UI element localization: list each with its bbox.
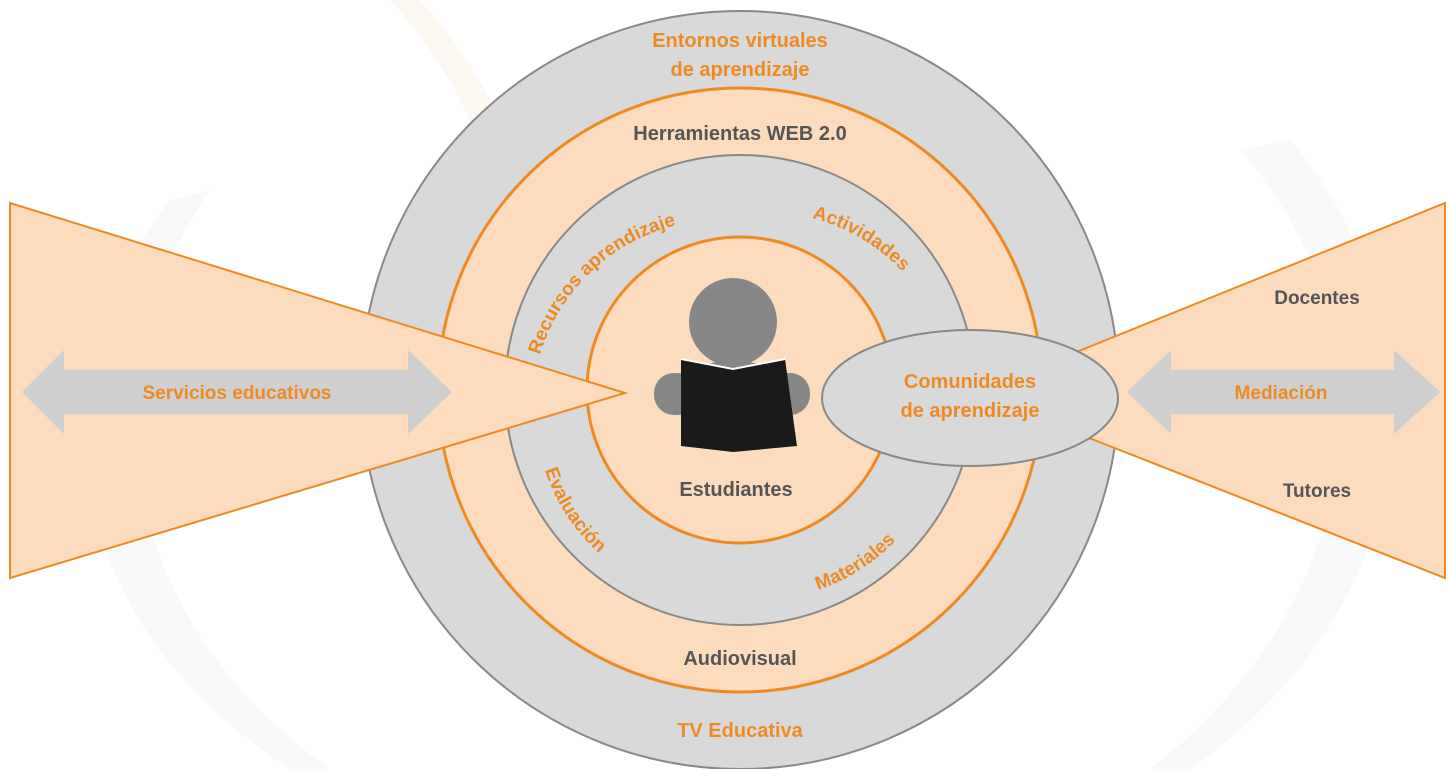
center-label: Estudiantes bbox=[679, 479, 792, 501]
right-panel-label-bottom: Tutores bbox=[1283, 481, 1351, 502]
second-ring-label-top: Herramientas WEB 2.0 bbox=[633, 123, 846, 145]
right-arrow-label: Mediación bbox=[1235, 383, 1328, 404]
outer-ring-label-line2: de aprendizaje bbox=[671, 59, 810, 81]
left-arrow-label: Servicios educativos bbox=[142, 383, 331, 404]
community-label-line2: de aprendizaje bbox=[901, 400, 1040, 422]
left-double-arrow bbox=[22, 350, 452, 434]
outer-ring-label-bottom: TV Educativa bbox=[677, 720, 803, 742]
right-double-arrow bbox=[1127, 350, 1440, 434]
right-panel-label-top: Docentes bbox=[1274, 288, 1360, 309]
community-ellipse bbox=[821, 329, 1119, 467]
student-reading-icon bbox=[654, 278, 810, 452]
second-ring-label-bottom: Audiovisual bbox=[683, 648, 796, 670]
community-label-line1: Comunidades bbox=[904, 371, 1036, 393]
outer-ring-label-line1: Entornos virtuales bbox=[652, 30, 828, 52]
